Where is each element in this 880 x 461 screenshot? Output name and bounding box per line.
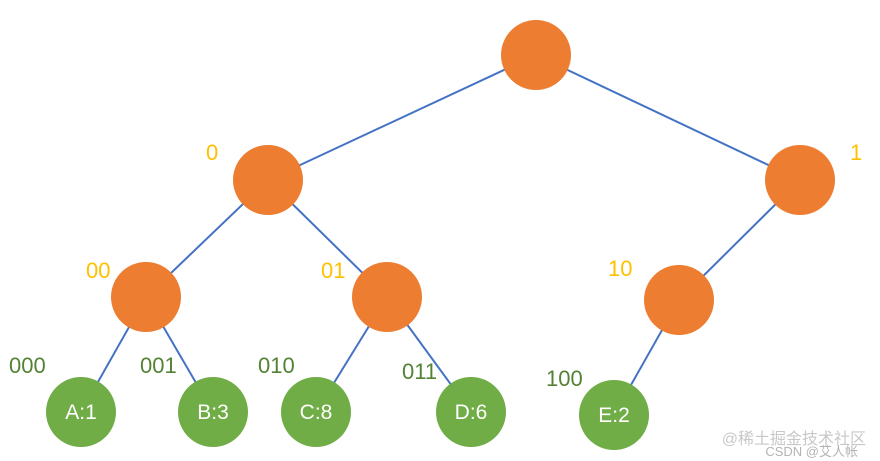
leaf-node-A [46, 377, 116, 447]
leaf-node-E [579, 380, 649, 450]
leaf-label-C: C:8 [300, 401, 333, 424]
code-label-n0: 0 [206, 140, 218, 165]
watermark: @稀土掘金技术社区 [721, 431, 866, 448]
tree-nodes: A:1 B:3 C:8 D:6 E:2 [46, 20, 835, 450]
tree-edges [80, 54, 801, 416]
code-label-n10: 10 [608, 256, 632, 281]
code-label-E: 100 [546, 366, 583, 391]
internal-node-n0 [233, 145, 303, 215]
leaf-label-B: B:3 [197, 401, 229, 424]
edge-root-n1 [535, 54, 801, 181]
internal-node-root [501, 20, 571, 90]
code-label-C: 010 [258, 353, 295, 378]
internal-node-n10 [644, 265, 714, 335]
edge-root-n0 [267, 54, 537, 181]
code-label-D: 011 [402, 359, 437, 384]
leaf-node-C [281, 377, 351, 447]
internal-node-n1 [765, 145, 835, 215]
internal-node-n00 [111, 262, 181, 332]
code-label-A: 000 [9, 353, 46, 378]
code-label-n00: 00 [86, 258, 110, 283]
code-label-n01: 01 [321, 258, 345, 283]
leaf-label-A: A:1 [65, 401, 97, 424]
leaf-node-D [436, 377, 506, 447]
leaf-label-E: E:2 [598, 404, 630, 427]
internal-node-n01 [352, 262, 422, 332]
leaf-node-B [178, 377, 248, 447]
watermark-sub: CSDN @艾人帐 [765, 444, 858, 459]
code-label-n1: 1 [850, 140, 862, 165]
leaf-label-D: D:6 [455, 401, 488, 424]
code-label-B: 001 [140, 353, 177, 378]
